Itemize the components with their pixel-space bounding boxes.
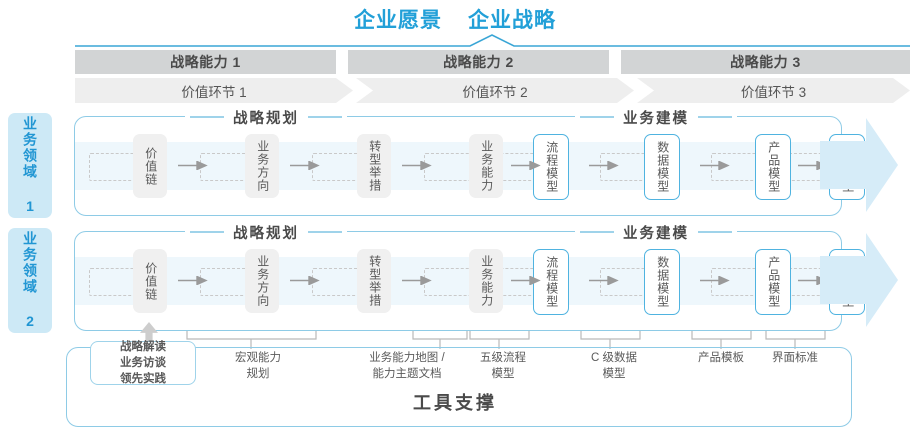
value-chain-bar-2: 价值环节 2 — [356, 78, 634, 103]
node-label: 业务方向 — [255, 255, 270, 307]
node-label: 数据模型 — [655, 256, 670, 308]
caption-line-2: 规划 — [246, 368, 270, 381]
section-title-text: 战略规划 — [233, 225, 299, 242]
section-title-text: 业务建模 — [623, 110, 689, 127]
caption-macro-capability-planning: 宏观能力 规划 — [210, 350, 306, 383]
strategic-capability-bars: 战略能力 1 战略能力 2 战略能力 3 — [75, 50, 910, 74]
vision-header: 企业愿景 企业战略 — [0, 4, 910, 34]
value-chain-bar-3: 价值环节 3 — [637, 78, 910, 103]
node-business-capability[interactable]: 业务能力 — [469, 134, 503, 198]
tool-support-container — [66, 347, 852, 427]
domain-row-1: 战略规划 业务建模 价值链 业务方向 转型举措 业务能力 流程模型 数据模型 产… — [74, 106, 865, 216]
caption-five-level-process-model: 五级流程 模型 — [455, 350, 551, 383]
row-2-section-modeling: 业务建模 — [575, 221, 737, 243]
node-label: 产品模型 — [766, 141, 781, 193]
node-business-direction[interactable]: 业务方向 — [245, 134, 279, 198]
strategy-box-line-3: 领先实践 — [120, 373, 166, 386]
flow-arrow-icon — [589, 276, 619, 285]
strategy-box-line-2: 业务访谈 — [120, 356, 166, 369]
sidebar-item-domain-2-label: 业务领域 2 — [22, 230, 39, 331]
divider-line — [308, 231, 342, 233]
node-business-capability[interactable]: 业务能力 — [469, 249, 503, 313]
divider-line — [308, 116, 342, 118]
node-business-direction[interactable]: 业务方向 — [245, 249, 279, 313]
capability-bar-2: 战略能力 2 — [348, 50, 609, 74]
node-process-model[interactable]: 流程模型 — [533, 134, 569, 200]
node-label: 数据模型 — [655, 141, 670, 193]
flow-arrow-icon — [178, 161, 208, 170]
flow-arrow-icon — [402, 161, 432, 170]
rail-segment — [89, 268, 135, 296]
caption-line-1: C 级数据 — [591, 352, 637, 364]
node-value-chain[interactable]: 价值链 — [133, 134, 167, 198]
flow-arrow-icon — [511, 276, 541, 285]
value-chain-bars: 价值环节 1 价值环节 2 价值环节 3 — [75, 78, 910, 103]
node-label: 流程模型 — [544, 141, 559, 193]
caption-capability-map: 业务能力地图 / 能力主题文档 — [352, 350, 462, 383]
caption-line-2: 能力主题文档 — [372, 368, 442, 381]
rail-segment — [89, 153, 135, 181]
node-label: 价值链 — [143, 146, 158, 186]
row-1-section-modeling: 业务建模 — [575, 106, 737, 128]
caption-line-1: 产品模板 — [698, 352, 744, 364]
node-data-model[interactable]: 数据模型 — [644, 134, 680, 200]
domain-row-2: 战略规划 业务建模 价值链 业务方向 转型举措 业务能力 流程模型 数据模型 产… — [74, 221, 865, 331]
divider-line — [580, 231, 614, 233]
row-1-section-planning: 战略规划 — [185, 106, 347, 128]
flow-arrow-icon — [700, 161, 730, 170]
caption-line-1: 业务能力地图 / — [369, 352, 445, 364]
node-label: 产品模型 — [766, 256, 781, 308]
caption-ui-standard: 界面标准 — [747, 350, 843, 366]
node-data-model[interactable]: 数据模型 — [644, 249, 680, 315]
section-title-text: 业务建模 — [623, 225, 689, 242]
node-transformation-measures[interactable]: 转型举措 — [357, 134, 391, 198]
caption-product-template: 产品模板 — [673, 350, 769, 366]
sidebar-item-domain-1[interactable]: 业务领域 1 — [8, 113, 52, 218]
divider-line — [190, 116, 224, 118]
flow-arrow-icon — [589, 161, 619, 170]
enterprise-vision-title: 企业愿景 — [354, 9, 442, 32]
flow-arrow-icon — [178, 276, 208, 285]
caption-line-2: 模型 — [602, 368, 626, 381]
enterprise-strategy-title: 企业战略 — [468, 9, 556, 32]
caption-line-1: 界面标准 — [772, 352, 818, 364]
node-label: 价值链 — [143, 261, 158, 301]
node-process-model[interactable]: 流程模型 — [533, 249, 569, 315]
caption-line-1: 五级流程 — [480, 352, 526, 364]
node-label: 业务方向 — [255, 140, 270, 192]
caption-c-level-data-model: C 级数据 模型 — [566, 350, 662, 383]
flow-arrow-icon — [402, 276, 432, 285]
node-product-model[interactable]: 产品模型 — [755, 134, 791, 200]
divider-line — [698, 116, 732, 118]
node-product-model[interactable]: 产品模型 — [755, 249, 791, 315]
node-label: 流程模型 — [544, 256, 559, 308]
divider-line — [190, 231, 224, 233]
node-transformation-measures[interactable]: 转型举措 — [357, 249, 391, 313]
node-label: 业务能力 — [479, 140, 494, 192]
strategy-box-line-1: 战略解读 — [120, 340, 166, 353]
sidebar-item-domain-1-label: 业务领域 1 — [22, 115, 39, 216]
section-title-text: 战略规划 — [233, 110, 299, 127]
divider-line — [698, 231, 732, 233]
value-chain-bar-1: 价值环节 1 — [75, 78, 353, 103]
flow-arrow-icon — [511, 161, 541, 170]
node-label: 业务能力 — [479, 255, 494, 307]
node-label: 转型举措 — [367, 140, 382, 192]
caption-line-1: 宏观能力 — [235, 352, 281, 364]
sidebar-item-domain-2[interactable]: 业务领域 2 — [8, 228, 52, 333]
node-value-chain[interactable]: 价值链 — [133, 249, 167, 313]
row-2-section-planning: 战略规划 — [185, 221, 347, 243]
capability-bar-3: 战略能力 3 — [621, 50, 910, 74]
tool-support-title: 工具支撑 — [413, 393, 497, 413]
flow-arrow-icon — [290, 276, 320, 285]
caption-line-2: 模型 — [491, 368, 515, 381]
divider-line — [580, 116, 614, 118]
strategy-interpretation-box[interactable]: 战略解读 业务访谈 领先实践 — [90, 341, 196, 385]
flow-arrow-icon — [290, 161, 320, 170]
vision-bracket-line — [75, 34, 910, 47]
node-label: 转型举措 — [367, 255, 382, 307]
flow-arrow-icon — [700, 276, 730, 285]
capability-bar-1: 战略能力 1 — [75, 50, 336, 74]
